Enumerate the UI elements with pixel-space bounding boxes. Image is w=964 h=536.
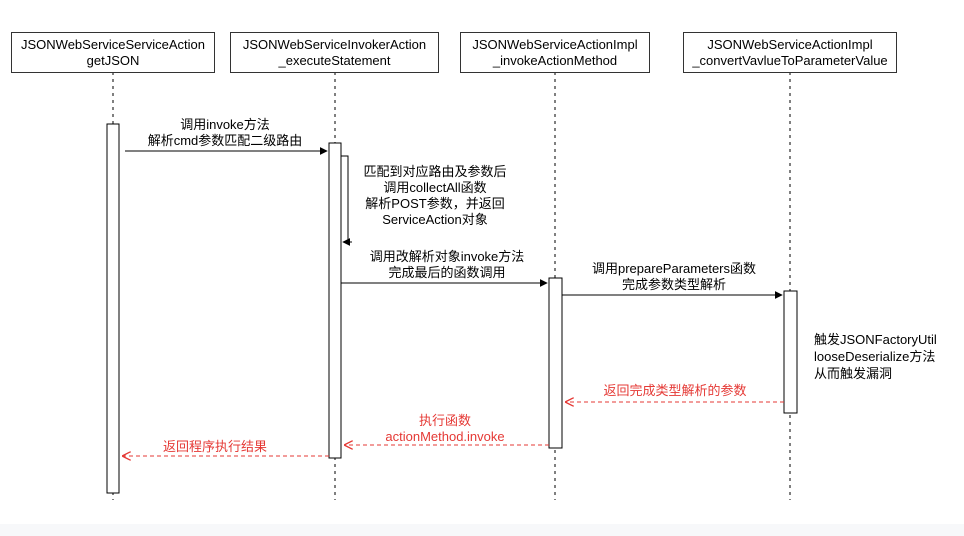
message-label-m7: 返回程序执行结果	[162, 439, 267, 454]
message-label-m3: 调用改解析对象invoke方法 完成最后的函数调用	[369, 249, 525, 280]
lifeline-box-invoker: JSONWebServiceInvokerAction _executeStat…	[230, 32, 439, 73]
lifeline-title: JSONWebServiceServiceAction	[21, 36, 205, 52]
message-label-m4: 调用prepareParameters函数 完成参数类型解析	[592, 261, 756, 292]
lifeline-method: getJSON	[86, 52, 140, 68]
lifeline-box-action-impl-convert: JSONWebServiceActionImpl _convertVavlueT…	[683, 32, 897, 73]
lifeline-title: JSONWebServiceActionImpl	[472, 36, 638, 52]
lifeline-box-ws-action: JSONWebServiceServiceAction getJSON	[11, 32, 215, 73]
diagram-panel	[0, 0, 964, 524]
lifeline-method: _invokeActionMethod	[492, 52, 618, 68]
lifeline-title: JSONWebServiceInvokerAction	[242, 36, 427, 52]
lifeline-title: JSONWebServiceActionImpl	[707, 36, 873, 52]
activation-action-impl-convert	[783, 290, 798, 414]
note-label: 触发JSONFactoryUtil looseDeserialize方法 从而触…	[814, 332, 937, 381]
activation-ws-action	[106, 123, 120, 494]
activation-action-impl	[548, 277, 563, 449]
lifeline-method: _executeStatement	[278, 52, 391, 68]
message-label-m6: 执行函数 actionMethod.invoke	[385, 413, 505, 444]
lifeline-method: _convertVavlueToParameterValue	[692, 52, 888, 68]
message-label-m5: 返回完成类型解析的参数	[603, 383, 747, 398]
message-label-m1: 调用invoke方法 解析cmd参数匹配二级路由	[147, 117, 303, 148]
message-label-m2: 匹配到对应路由及参数后 调用collectAll函数 解析POST参数，并返回 …	[363, 164, 507, 227]
lifeline-box-action-impl: JSONWebServiceActionImpl _invokeActionMe…	[460, 32, 650, 73]
activation-invoker	[328, 142, 342, 459]
